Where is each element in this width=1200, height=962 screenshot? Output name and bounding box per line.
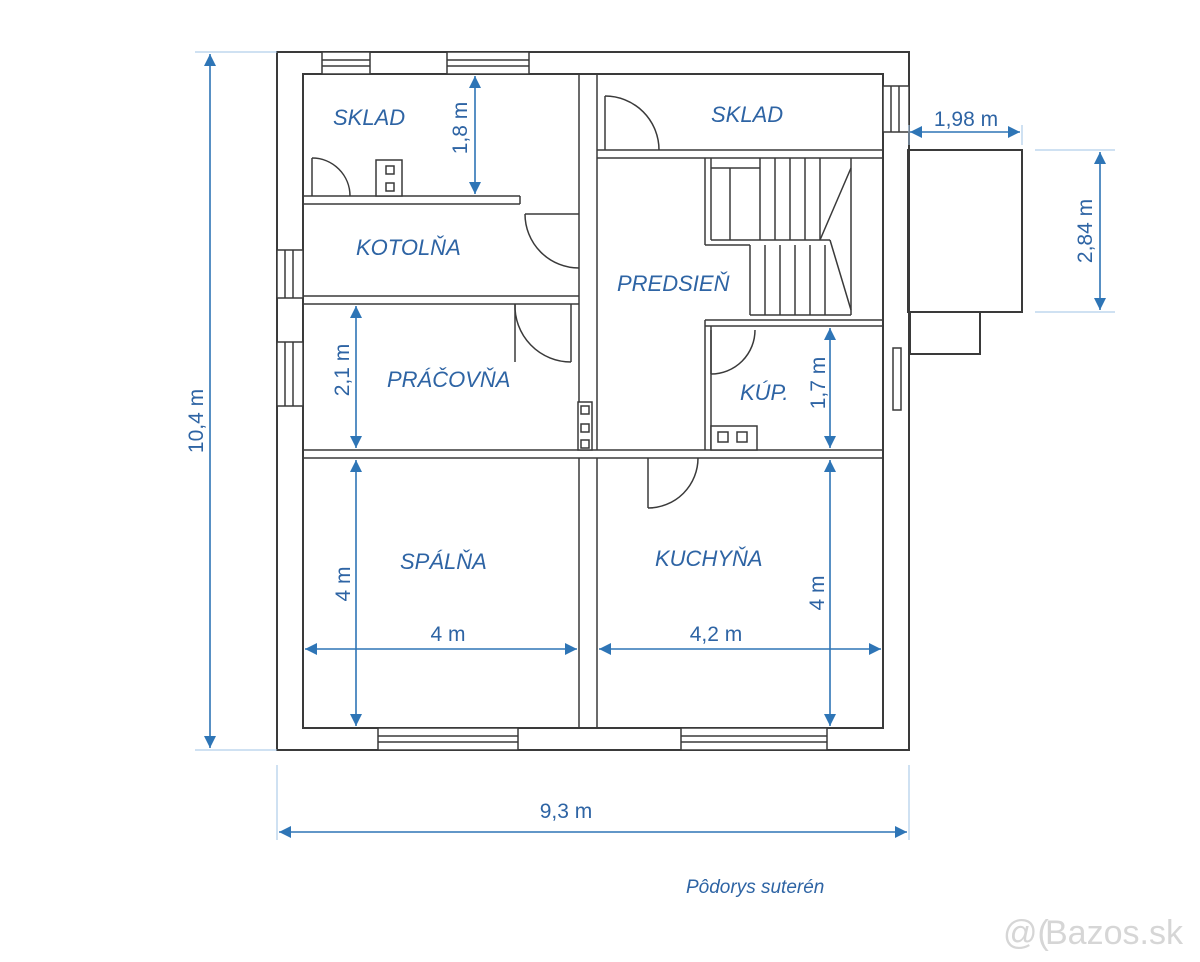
room-kup: KÚP.	[740, 380, 789, 405]
interior-walls	[303, 74, 883, 728]
room-pracovna: PRÁČOVŇA	[387, 367, 510, 392]
room-sklad-left: SKLAD	[333, 105, 405, 130]
dim-sklad-height: 1,8 m	[449, 102, 472, 155]
dim-kuchyna-width: 4,2 m	[690, 623, 743, 646]
dimension-labels: 10,4 m 9,3 m 1,8 m 1,98 m 2,84 m 2,1 m 1…	[185, 102, 1097, 823]
dim-total-height: 10,4 m	[185, 389, 208, 453]
watermark: @( Bazos.sk	[1003, 914, 1184, 952]
watermark-at-icon: @(	[1003, 914, 1050, 952]
dim-total-width: 9,3 m	[540, 800, 593, 823]
windows	[276, 51, 910, 751]
watermark-text: Bazos.sk	[1045, 914, 1184, 952]
room-labels: SKLAD SKLAD KOTOLŇA PREDSIEŇ PRÁČOVŇA KÚ…	[333, 102, 789, 574]
staircase	[711, 158, 852, 315]
dim-spalna-height: 4 m	[332, 566, 355, 601]
dim-spalna-width: 4 m	[430, 623, 465, 646]
plan-caption: Pôdorys suterén	[686, 877, 824, 898]
dim-kuchyna-height: 4 m	[806, 575, 829, 610]
dim-annex-height: 2,84 m	[1074, 199, 1097, 263]
extension-lines	[195, 51, 1115, 840]
annex	[907, 149, 1023, 355]
room-spalna: SPÁLŇA	[400, 549, 487, 574]
dim-pracovna-height: 2,1 m	[331, 344, 354, 397]
room-kuchyna: KUCHYŇA	[655, 546, 763, 571]
doors	[311, 95, 756, 509]
dim-annex-width: 1,98 m	[934, 108, 998, 131]
room-predsien: PREDSIEŇ	[617, 271, 730, 296]
room-kotolna: KOTOLŇA	[356, 235, 461, 260]
dim-kup-height: 1,7 m	[807, 357, 830, 410]
room-sklad-right: SKLAD	[711, 102, 783, 127]
dimension-lines	[204, 54, 1106, 838]
fixtures	[375, 159, 758, 451]
